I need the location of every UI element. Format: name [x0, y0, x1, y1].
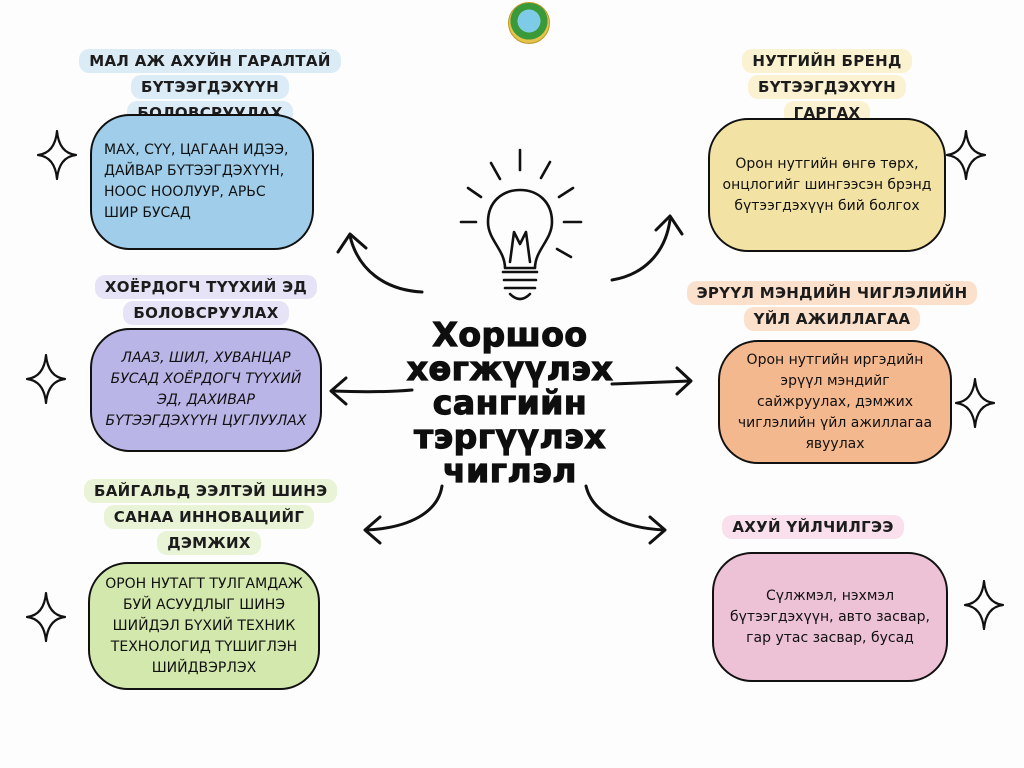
sparkle-icon [964, 580, 1004, 630]
label-health: ЭРҮҮЛ МЭНДИЙН ЧИГЛЭЛИЙН ҮЙЛ АЖИЛЛАГАА [682, 280, 982, 332]
box-recycle: ЛААЗ, ШИЛ, ХУВАНЦАР БУСАД ХОЁРДОГЧ ТҮҮХИ… [90, 328, 322, 452]
arrow-icon [363, 484, 444, 545]
arrow-icon [610, 214, 684, 282]
sparkle-icon [26, 354, 66, 404]
label-services: АХУЙ ҮЙЛЧИЛГЭЭ [720, 514, 906, 540]
arrow-icon [584, 484, 667, 545]
box-brand-text: Орон нутгийн өнгө төрх, онцлогийг шингээ… [722, 155, 932, 214]
box-services-text: Сүлжмэл, нэхмэл бүтээгдэхүүн, авто засва… [730, 587, 930, 646]
label-brand: НУТГИЙН БРЕНД БҮТЭЭГДЭХҮҮН ГАРГАХ [712, 48, 942, 126]
center-title: Хоршоо хөгжүүлэх сангийн тэргүүлэх чиглэ… [406, 315, 614, 490]
box-health: Орон нутгийн иргэдийн эрүүл мэндийг сайж… [718, 340, 952, 464]
arrow-icon [610, 366, 693, 396]
box-services: Сүлжмэл, нэхмэл бүтээгдэхүүн, авто засва… [712, 552, 948, 682]
box-recycle-text: ЛААЗ, ШИЛ, ХУВАНЦАР БУСАД ХОЁРДОГЧ ТҮҮХИ… [105, 350, 307, 429]
sparkle-icon [955, 378, 995, 428]
sparkle-icon [26, 592, 66, 642]
box-health-text: Орон нутгийн иргэдийн эрүүл мэндийг сайж… [737, 351, 933, 452]
lightbulb-icon [459, 148, 583, 301]
label-recycle: ХОЁРДОГЧ ТҮҮХИЙ ЭД БОЛОВСРУУЛАХ [92, 274, 320, 326]
arrow-icon [336, 232, 424, 294]
label-livestock: МАЛ АЖ АХУЙН ГАРАЛТАЙ БҮТЭЭГДЭХҮҮН БОЛОВ… [60, 48, 360, 126]
logo-emblem [508, 2, 550, 44]
box-innovation: ОРОН НУТАГТ ТУЛГАМДАЖ БУЙ АСУУДЛЫГ ШИНЭ … [88, 562, 320, 690]
box-livestock-text: МАХ, СҮҮ, ЦАГААН ИДЭЭ, ДАЙВАР БҮТЭЭГДЭХҮ… [104, 142, 289, 221]
sparkle-icon [946, 130, 986, 180]
arrow-icon [329, 376, 414, 406]
sparkle-icon [37, 130, 77, 180]
box-innovation-text: ОРОН НУТАГТ ТУЛГАМДАЖ БУЙ АСУУДЛЫГ ШИНЭ … [105, 575, 303, 676]
box-livestock: МАХ, СҮҮ, ЦАГААН ИДЭЭ, ДАЙВАР БҮТЭЭГДЭХҮ… [90, 114, 314, 250]
box-brand: Орон нутгийн өнгө төрх, онцлогийг шингээ… [708, 118, 946, 252]
label-innovation: БАЙГАЛЬД ЭЭЛТЭЙ ШИНЭ САНАА ИННОВАЦИЙГ ДЭ… [84, 478, 338, 556]
